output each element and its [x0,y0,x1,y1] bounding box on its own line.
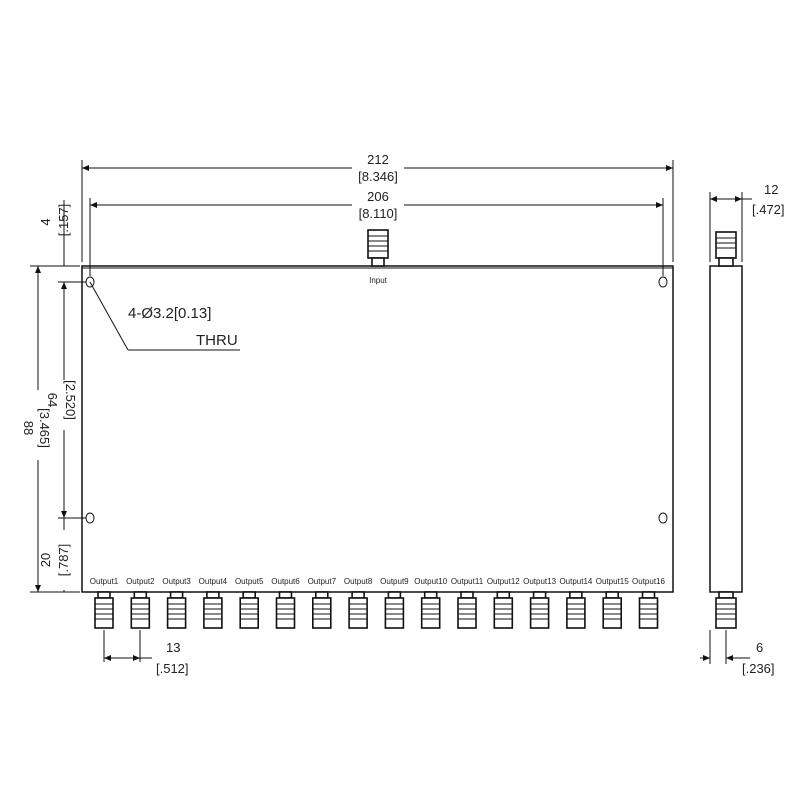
hole-spacing-width-inch: [8.110] [359,206,398,221]
dim-top-margin: 4 [.157] [38,200,71,300]
dim-hole-spacing-width: 206 [8.110] [89,189,664,276]
output-connector-icon [493,591,514,629]
overall-height-inch: [3.465] [37,408,52,448]
dim-connector-offset: 6 [.236] [700,630,775,676]
output-connector-icon [457,591,477,629]
output-label: Output9 [380,577,409,586]
output-connector-icon [275,591,296,629]
mounting-hole-icon [85,512,95,524]
output-connector-icon [166,591,187,629]
bottom-margin-inch: [.787] [56,544,71,577]
output-connector-icon [638,591,659,629]
output-connector-icon [602,591,623,629]
overall-height-value: 88 [21,421,36,435]
top-margin-value: 4 [38,218,53,225]
output-connector-icon [203,591,223,629]
hole-callout: 4-Ø3.2[0.13] THRU [89,281,240,351]
dim-hole-spacing-height: 64 [2.520] [45,281,86,519]
hole-spacing-height-inch: [2.520] [63,380,78,420]
hole-thru: THRU [196,332,238,349]
connector-offset-inch: [.236] [742,661,775,676]
output-connector-icon [529,591,550,629]
bottom-margin-value: 20 [38,553,53,567]
output-label: Output15 [596,577,629,586]
output-label: Output16 [632,577,665,586]
hole-spacing-height-value: 64 [45,393,60,407]
side-body [709,265,743,593]
output-label: Output4 [199,577,228,586]
output-label: Output6 [271,577,300,586]
output-label: Output10 [414,577,447,586]
connector-pitch-inch: [.512] [156,661,189,676]
side-input-connector-icon [715,231,737,267]
output-label: Output8 [344,577,373,586]
side-view [709,231,743,629]
overall-width-value: 212 [367,152,389,167]
output-label: Output7 [308,577,337,586]
output-connector-icon [311,591,332,629]
thickness-value: 12 [764,182,778,197]
dim-thickness: 12 [.472] [709,182,785,262]
output-connector-icon [384,591,405,629]
output-connector-icon [130,591,151,629]
connector-offset-value: 6 [756,640,763,655]
dim-connector-pitch: 13 [.512] [103,630,189,676]
mounting-hole-icon [658,276,668,288]
output-label: Output12 [487,577,520,586]
input-connector-icon [367,229,389,267]
connector-pitch-value: 13 [166,640,180,655]
hole-spacing-width-value: 206 [367,189,389,204]
dim-overall-height: 88 [3.465] [21,265,80,593]
output-label: Output2 [126,577,155,586]
output-label: Output11 [451,577,484,586]
dim-bottom-margin: 20 [.787] [38,518,77,593]
thickness-inch: [.472] [752,202,785,217]
output-connector-icon [94,591,114,629]
output-connector-icon [239,591,259,629]
input-label: Input [369,276,388,285]
output-label: Output5 [235,577,264,586]
hole-spec: 4-Ø3.2[0.13] [128,305,211,322]
output-label: Output13 [523,577,556,586]
output-label: Output3 [162,577,191,586]
overall-width-inch: [8.346] [358,169,398,184]
output-connector-icon [348,591,368,629]
output-connector-icon [566,591,586,629]
dim-overall-width: 212 [8.346] [81,152,674,262]
side-output-connector-icon [715,591,737,629]
mounting-hole-icon [658,512,668,524]
output-label: Output1 [90,577,119,586]
output-connectors: Output1 Output2 Output3 Output4 Output5 Outpu… [90,577,666,629]
output-connector-icon [420,591,441,629]
output-label: Output14 [559,577,592,586]
top-margin-inch: [.157] [56,204,71,237]
